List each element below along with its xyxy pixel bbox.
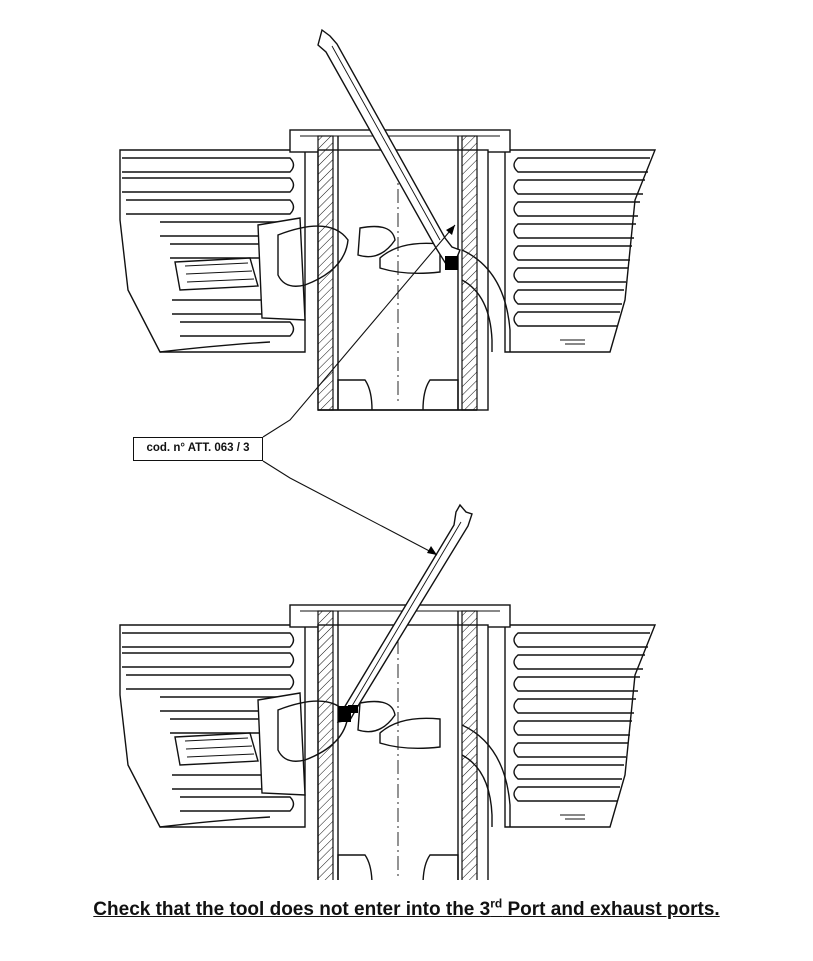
lower-view	[119, 503, 656, 880]
callout-leaders	[262, 224, 456, 556]
upper-view	[119, 28, 656, 411]
tool-code-text: cod. n° ATT. 063 / 3	[146, 442, 250, 454]
tool-upper	[317, 28, 461, 270]
caption-superscript: rd	[490, 896, 503, 911]
caption-text-end: Port and exhaust ports.	[502, 899, 720, 920]
instruction-caption: Check that the tool does not enter into …	[0, 896, 813, 921]
tool-code-label: cod. n° ATT. 063 / 3	[133, 437, 263, 461]
caption-text-start: Check that the tool does not enter into …	[93, 899, 491, 920]
tool-lower	[336, 503, 473, 723]
cylinder-drawing	[119, 28, 656, 880]
